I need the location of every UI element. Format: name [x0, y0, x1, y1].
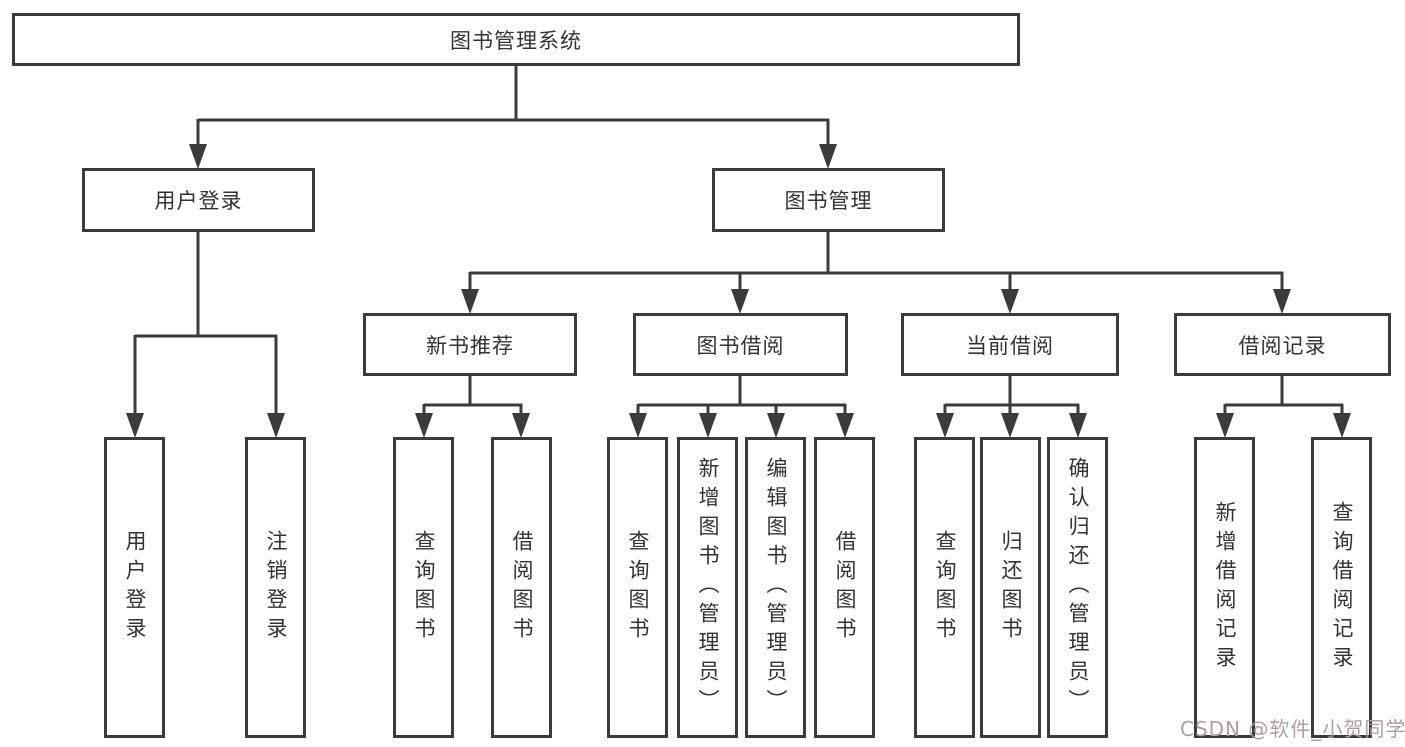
node-label: 用户登录 [154, 189, 243, 213]
node-label: 借阅记录 [1238, 333, 1327, 358]
node-leaf-borrow-books: 借阅图书 [814, 437, 875, 738]
node-label: 借阅图书 [833, 529, 857, 646]
node-leaf-query-books-borrowing: 查询图书 [607, 437, 668, 738]
node-leaf-edit-books-admin: 编辑图书（管理员） [745, 437, 806, 738]
node-user-login: 用户登录 [82, 168, 315, 232]
node-book-management: 图书管理 [712, 168, 945, 232]
node-label: 用户登录 [123, 529, 147, 646]
node-leaf-return-books: 归还图书 [980, 437, 1041, 738]
node-label: 查询图书 [933, 529, 957, 646]
node-label: 注销登录 [264, 529, 288, 646]
node-label: 图书管理系统 [450, 28, 582, 53]
node-leaf-logout: 注销登录 [245, 437, 306, 738]
node-label: 当前借阅 [966, 333, 1054, 358]
node-label: 查询图书 [626, 529, 650, 646]
node-leaf-add-borrow-record: 新增借阅记录 [1194, 437, 1255, 738]
node-label: 归还图书 [999, 529, 1023, 646]
node-label: 确认归还（管理员） [1066, 457, 1090, 718]
node-leaf-user-login: 用户登录 [104, 437, 165, 738]
node-leaf-borrow-books-recommend: 借阅图书 [491, 437, 552, 738]
node-label: 查询图书 [412, 529, 436, 646]
node-label: 图书借阅 [696, 333, 785, 358]
node-leaf-query-books-current: 查询图书 [914, 437, 975, 738]
node-label: 图书管理 [784, 189, 873, 213]
node-leaf-query-borrow-record: 查询借阅记录 [1311, 437, 1372, 738]
node-borrowing-records: 借阅记录 [1174, 313, 1391, 376]
node-new-book-recommend: 新书推荐 [363, 313, 577, 376]
node-current-borrowing: 当前借阅 [901, 313, 1119, 376]
node-label: 新增借阅记录 [1213, 500, 1237, 675]
node-leaf-query-books-recommend: 查询图书 [393, 437, 454, 738]
node-root-library-system: 图书管理系统 [12, 13, 1020, 66]
node-label: 新书推荐 [426, 333, 514, 358]
node-label: 新增图书（管理员） [696, 457, 720, 718]
node-leaf-confirm-return-admin: 确认归还（管理员） [1047, 437, 1108, 738]
node-book-borrowing: 图书借阅 [633, 313, 848, 376]
watermark: CSDN @软件_小贺同学 [1180, 717, 1405, 741]
node-label: 查询借阅记录 [1330, 500, 1354, 675]
node-label: 借阅图书 [510, 529, 534, 646]
node-leaf-add-books-admin: 新增图书（管理员） [677, 437, 738, 738]
node-label: 编辑图书（管理员） [764, 457, 788, 718]
